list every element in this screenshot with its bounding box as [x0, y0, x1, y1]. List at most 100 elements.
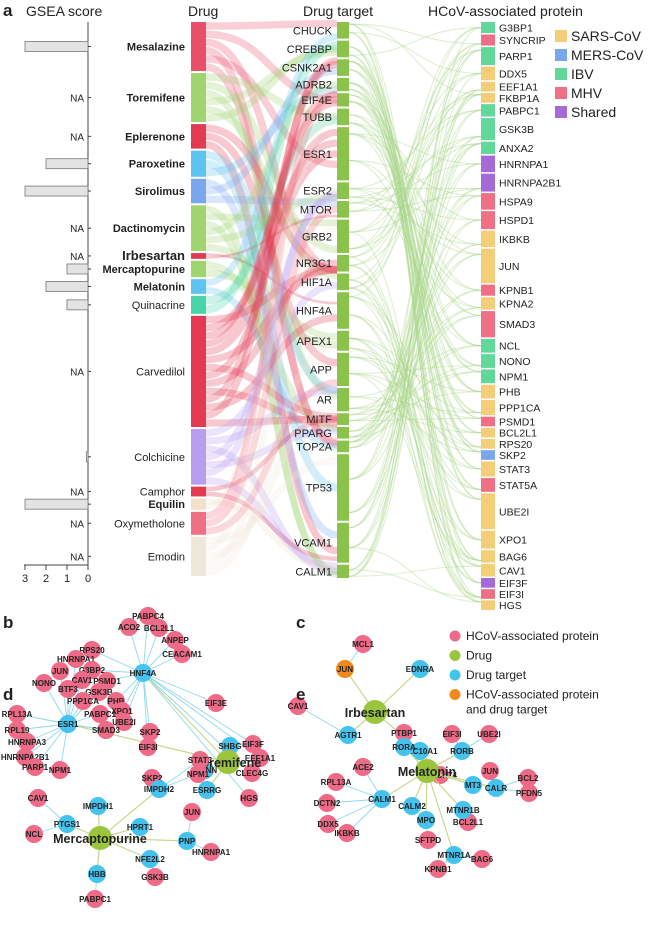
- sankey-flows: [205, 19, 482, 603]
- network-node-label: CAV1: [288, 702, 309, 711]
- flow-target-protein: [348, 256, 482, 584]
- protein-label: NCL: [499, 341, 520, 353]
- flow-drug-target: [205, 55, 338, 169]
- flow-drug-target: [205, 179, 338, 539]
- flow-target-protein: [348, 88, 482, 373]
- network-node: [166, 631, 184, 649]
- protein-node: [481, 230, 495, 248]
- flow-target-protein: [348, 72, 482, 549]
- flow-target-protein: [348, 306, 482, 409]
- network-legend-label: Drug target: [466, 668, 527, 682]
- flow-target-protein: [348, 31, 482, 74]
- protein-label: HNRNPA2B1: [499, 178, 561, 190]
- flow-drug-target: [205, 89, 338, 399]
- flow-target-protein: [348, 100, 482, 291]
- legend-swatch: [555, 87, 567, 99]
- protein-label: HNRNPA1: [499, 159, 549, 171]
- flow-drug-target: [205, 379, 338, 535]
- flow-target-protein: [348, 196, 482, 309]
- target-label: CREBBP: [287, 44, 332, 56]
- drug-node: [191, 73, 206, 123]
- network-node: [251, 749, 269, 767]
- protein-label: HSPA9: [499, 196, 533, 208]
- flow-drug-target: [205, 314, 338, 411]
- drug-node: [191, 124, 206, 149]
- flow-drug-target: [205, 60, 338, 403]
- network-node: [90, 683, 108, 701]
- flow-target-protein: [348, 314, 482, 443]
- protein-node: [481, 141, 495, 155]
- flow-drug-target: [205, 41, 338, 314]
- drug-node: [191, 536, 206, 576]
- network-node-label: PABPC1: [79, 895, 111, 904]
- network-node: [487, 779, 505, 797]
- flow-drug-target: [205, 116, 338, 305]
- network-node: [178, 832, 196, 850]
- network-node: [141, 850, 159, 868]
- network-edge: [326, 798, 383, 804]
- flow-target-protein: [348, 109, 482, 480]
- protein-label: PARP1: [499, 51, 533, 63]
- network-node-label: RPS20: [79, 646, 105, 655]
- network-node-label: NPM1: [49, 766, 72, 775]
- protein-label: KPNB1: [499, 285, 534, 297]
- network-node: [464, 776, 482, 794]
- network-node-label: RPL13A: [2, 710, 33, 719]
- drug-node: [191, 498, 206, 510]
- legend-swatch: [555, 49, 567, 61]
- network-node-label: JUN: [482, 767, 498, 776]
- flow-target-protein: [348, 69, 482, 562]
- protein-node: [481, 118, 495, 141]
- flow-drug-target: [205, 190, 338, 477]
- flow-target-protein: [348, 43, 482, 298]
- panel-label-b: b: [3, 613, 13, 632]
- target-node: [337, 93, 349, 107]
- target-label: TP53: [306, 483, 332, 495]
- network-node-label: HGS: [240, 794, 258, 803]
- protein-label: DDX5: [499, 68, 527, 80]
- gsea-tick-label: 0: [85, 573, 91, 585]
- network-node-label: MTNR1B: [446, 806, 480, 815]
- gsea-bar: [66, 263, 89, 275]
- protein-label: JUN: [499, 261, 519, 273]
- target-node: [337, 182, 349, 200]
- flow-target-protein: [348, 60, 482, 500]
- flow-target-protein: [348, 188, 482, 480]
- drug-label: Mercaptopurine: [102, 264, 185, 276]
- flow-target-protein: [348, 135, 482, 549]
- network-node: [59, 680, 77, 698]
- network-node: [67, 650, 85, 668]
- protein-label: EIF3I: [499, 589, 524, 601]
- flow-target-protein: [348, 243, 482, 416]
- flow-drug-target: [205, 73, 338, 121]
- flow-drug-target: [205, 220, 338, 575]
- drug-node: [191, 295, 206, 314]
- network-node: [419, 831, 437, 849]
- network-node-label: SKP2: [140, 728, 161, 737]
- drug-node: [191, 511, 206, 535]
- drug-label: Melatonin: [134, 282, 186, 294]
- network-node: [319, 815, 337, 833]
- flow-drug-target: [205, 205, 338, 527]
- flow-target-protein: [348, 100, 482, 470]
- flow-target-protein: [348, 88, 482, 491]
- network-node: [473, 850, 491, 868]
- flow-target-protein: [348, 82, 482, 414]
- network-node-label: MPO: [417, 816, 435, 825]
- network-node: [74, 692, 92, 710]
- flow-drug-target: [205, 33, 338, 287]
- flow-drug-target: [205, 405, 338, 560]
- gsea-bar: [45, 158, 89, 170]
- flow-target-protein: [348, 26, 482, 289]
- network-node-label: NFE2L2: [135, 855, 165, 864]
- flow-target-protein: [348, 23, 482, 584]
- flow-drug-target: [205, 63, 338, 446]
- target-label: CSNK2A1: [282, 63, 332, 75]
- flow-target-protein: [348, 296, 482, 584]
- protein-node: [481, 400, 495, 416]
- flow-target-protein: [348, 60, 482, 448]
- flow-drug-target: [205, 259, 338, 387]
- flow-target-protein: [348, 264, 482, 603]
